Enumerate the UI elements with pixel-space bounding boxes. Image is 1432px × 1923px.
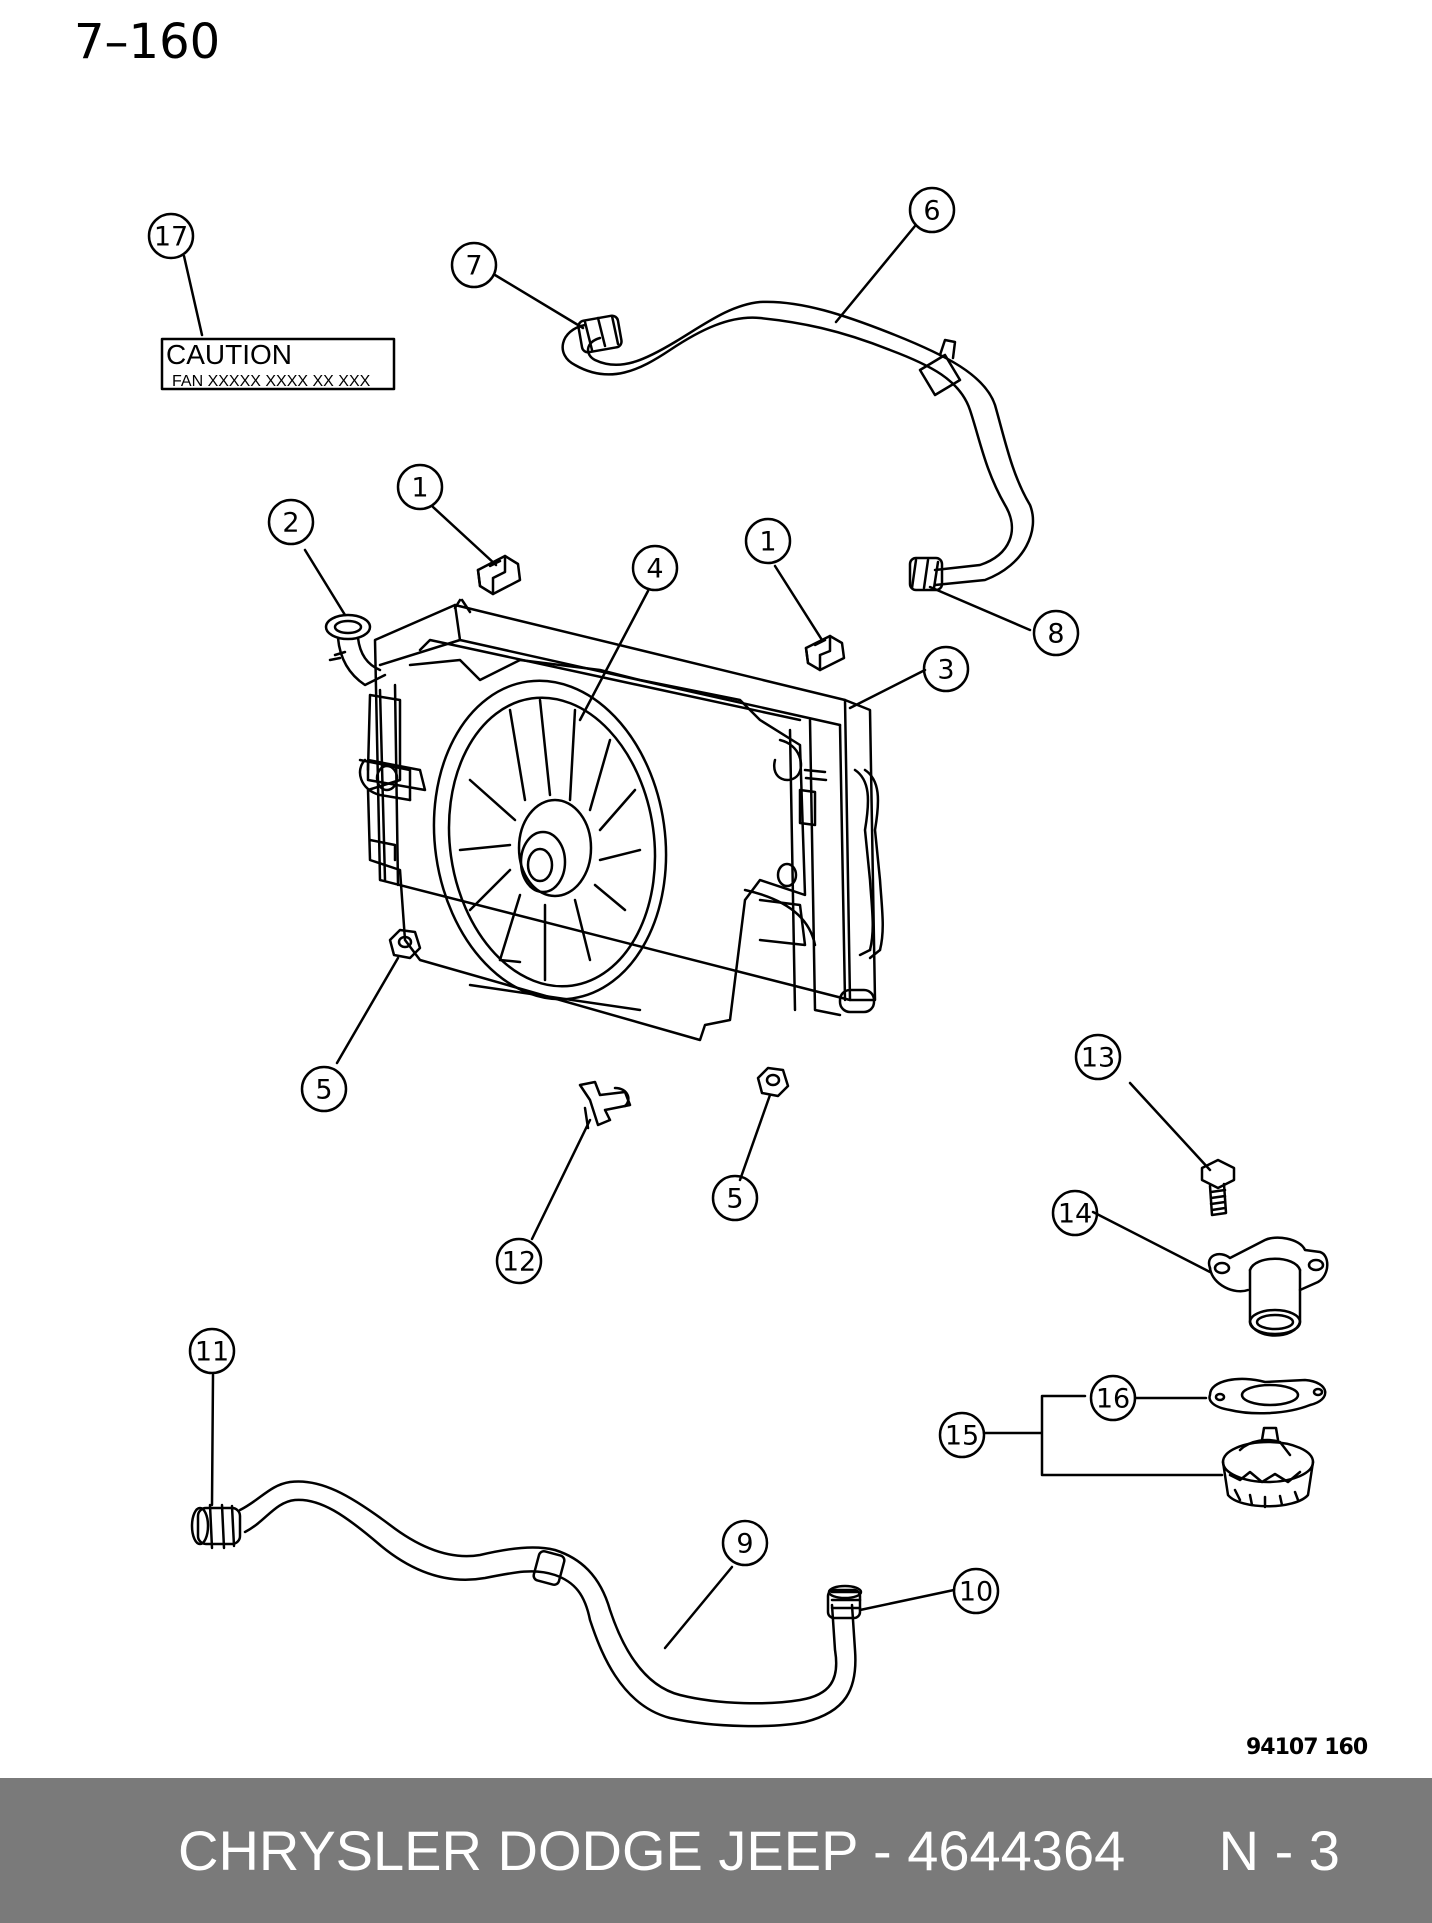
callout-5a-circle [300, 1065, 348, 1113]
callout-1b-circle [744, 517, 792, 565]
leader-8 [928, 585, 1032, 632]
callout-15: 15 [945, 1421, 979, 1452]
drain-cock [578, 1080, 632, 1130]
callout-11: 11 [195, 1337, 229, 1368]
page-number: 7–160 [74, 14, 221, 70]
caution-title: CAUTION [166, 339, 292, 370]
callout-10-circle [952, 1567, 1000, 1615]
thermostat [1221, 1426, 1315, 1509]
callout-8-circle [1032, 609, 1080, 657]
leader-12 [530, 1118, 592, 1241]
leader-4 [578, 589, 650, 722]
callout-9: 9 [736, 1529, 753, 1560]
callout-2-circle [267, 498, 315, 546]
callout-1a: 1 [411, 473, 428, 504]
callout-6: 6 [923, 196, 940, 227]
leader-2 [303, 548, 347, 617]
callout-16-circle [1089, 1374, 1137, 1422]
callout-13: 13 [1081, 1043, 1115, 1074]
caution-subtitle: FAN XXXXX XXXX XX XXX [172, 373, 371, 390]
callout-10: 10 [959, 1577, 993, 1608]
callout-11-circle [188, 1327, 236, 1375]
callout-13-circle [1074, 1033, 1122, 1081]
caution-label-graphic [160, 337, 396, 391]
callout-15-circle [938, 1411, 986, 1459]
callout-9-circle [721, 1519, 769, 1567]
lower-hose [190, 1480, 863, 1728]
callout-12-circle [495, 1237, 543, 1285]
filler-neck [324, 613, 387, 687]
callout-6-circle [908, 186, 956, 234]
callout-3-circle [922, 645, 970, 693]
fan-shroud [358, 658, 817, 1042]
figure-code: 94107 160 [1246, 1735, 1368, 1760]
leader-14 [1091, 1210, 1212, 1274]
bolt [1200, 1158, 1236, 1217]
callout-14-circle [1051, 1189, 1099, 1237]
callout-12: 12 [502, 1247, 536, 1278]
callout-2: 2 [282, 508, 299, 539]
callout-17: 17 [154, 222, 188, 253]
gasket [1208, 1377, 1327, 1415]
callout-7-circle [450, 241, 498, 289]
lower-mount-left [388, 928, 422, 960]
lower-mount-right [756, 1066, 790, 1098]
leader-1b [773, 564, 824, 642]
leader-3 [848, 668, 927, 710]
footer-text: CHRYSLER DODGE JEEP - 4644364 N - 3 [178, 1819, 1340, 1882]
leader-5a [335, 956, 400, 1065]
leader-17 [182, 254, 204, 337]
leader-9 [663, 1565, 734, 1650]
thermostat-housing [1207, 1236, 1329, 1337]
footer-bar: CHRYSLER DODGE JEEP - 4644364 N - 3 [0, 1778, 1432, 1923]
leader-15 [983, 1394, 1224, 1477]
callout-1b: 1 [759, 527, 776, 558]
callout-5b-circle [711, 1174, 759, 1222]
callout-17-circle [147, 212, 195, 260]
callout-5b: 5 [726, 1184, 743, 1215]
parts-diagram: CAUTION FAN XXXXX XXXX XX XXX 17 7 6 8 1… [147, 186, 1329, 1728]
upper-retainer-left [476, 554, 522, 596]
leader-1a [431, 505, 498, 567]
callout-14: 14 [1058, 1199, 1092, 1230]
callout-1a-circle [396, 463, 444, 511]
callout-3: 3 [937, 655, 954, 686]
callout-8: 8 [1047, 619, 1064, 650]
upper-hose [561, 300, 1035, 592]
callout-16: 16 [1096, 1384, 1130, 1415]
leader-6 [834, 224, 917, 324]
callout-5a: 5 [315, 1075, 332, 1106]
leader-13 [1128, 1081, 1212, 1172]
upper-retainer-right [804, 634, 846, 672]
callout-4: 4 [646, 554, 663, 585]
radiator-assembly [366, 598, 884, 1017]
leader-5b [738, 1093, 772, 1182]
leader-11 [210, 1373, 215, 1507]
leader-10 [858, 1588, 956, 1612]
callout-4-circle [631, 544, 679, 592]
leader-7 [493, 273, 585, 330]
callout-7: 7 [465, 251, 482, 282]
